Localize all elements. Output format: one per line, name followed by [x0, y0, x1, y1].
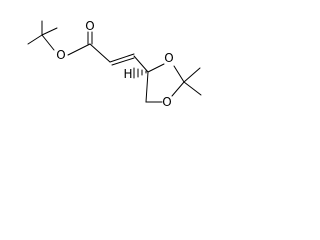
bond-carbonyl-alkene: [89, 43, 111, 63]
structure-diagram: O O O O H: [0, 0, 224, 142]
bond-ch2-stereocenter: [145, 71, 149, 103]
bond-tbu-oxygen: [41, 34, 55, 51]
bond-oxygen-carbonyl-carbon: [67, 43, 91, 56]
atom-O-ring-bottom: O: [162, 95, 171, 109]
bond-alkene-double-a: [109, 53, 135, 63]
molecule-svg: O O O O H: [27, 19, 202, 109]
bond-ketal-methyl-up: [183, 67, 201, 83]
bond-alkene-stereocenter: [133, 55, 149, 73]
atom-O-ester: O: [56, 48, 65, 62]
atom-O-ring-top: O: [164, 51, 173, 65]
bond-tbu-methyl-left: [27, 34, 43, 45]
atom-O-carbonyl: O: [85, 19, 94, 33]
bond-stereocenter-oxygen: [147, 63, 165, 73]
stereo-hashed-wedge: [133, 67, 147, 79]
bond-ketal-methyl-down: [183, 81, 202, 96]
atom-H-stereo: H: [123, 67, 132, 81]
bond-ketal-ring-bottom: [171, 81, 185, 97]
bond-tbu-methyl-right: [41, 27, 58, 36]
bond-alkene-double-b: [111, 57, 135, 66]
bond-ring-top-ketal: [173, 65, 185, 83]
